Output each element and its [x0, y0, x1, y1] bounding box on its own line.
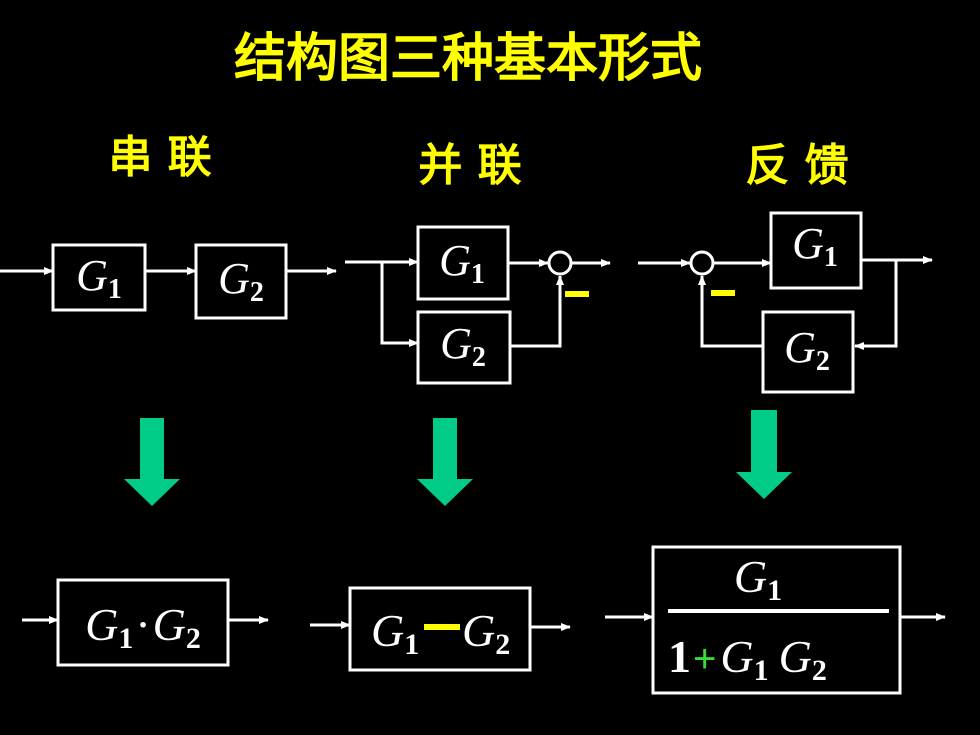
parallel-g1-block: [416, 225, 510, 301]
series-label: 串 联: [108, 132, 211, 183]
parallel-result-g1: G1: [371, 605, 419, 661]
feedback-g2-text: G2: [784, 323, 830, 377]
parallel-summing-junction: [547, 250, 573, 276]
feedback-result-numerator: G1: [734, 551, 782, 607]
parallel-g2-text: G2: [440, 319, 486, 373]
feedback-summing-junction: [689, 250, 715, 276]
series-g1-text: G1: [76, 251, 122, 305]
feedback-g2-to-sum: [698, 275, 763, 348]
parallel-result-minus: [424, 624, 460, 630]
parallel-label: 并 联: [418, 140, 521, 191]
feedback-diagram: G1 G2: [638, 211, 933, 394]
parallel-g2-block: [416, 310, 512, 385]
series-g2-block: [194, 243, 288, 320]
feedback-label: 反 馈: [745, 140, 848, 191]
series-g1-block: [51, 243, 147, 312]
series-g2-text: G2: [218, 254, 264, 308]
feedback-down-arrow-icon: [736, 410, 792, 499]
series-result: G1·G2: [22, 578, 269, 667]
feedback-result-block: [651, 545, 902, 695]
series-result-text: G1·G2: [85, 599, 201, 655]
series-result-block: [56, 578, 230, 667]
feedback-g1-text: G1: [792, 219, 838, 273]
feedback-g1-block: [769, 211, 863, 290]
parallel-minus-sign: [565, 291, 589, 297]
parallel-result: G1 G2: [310, 586, 571, 672]
parallel-diagram: G1 G2: [345, 225, 611, 385]
parallel-g2-to-sum: [510, 275, 564, 348]
feedback-minus-sign: [711, 290, 735, 296]
parallel-branch-line: [380, 262, 419, 347]
parallel-result-g2: G2: [462, 605, 510, 661]
feedback-g2-block: [761, 310, 855, 394]
slide-title: 结构图三种基本形式: [234, 29, 702, 89]
feedback-return-path: [854, 260, 898, 350]
parallel-down-arrow-icon: [417, 418, 473, 506]
series-down-arrow-icon: [124, 418, 180, 506]
parallel-g1-text: G1: [439, 236, 485, 290]
series-diagram: G1 G2: [0, 243, 337, 320]
